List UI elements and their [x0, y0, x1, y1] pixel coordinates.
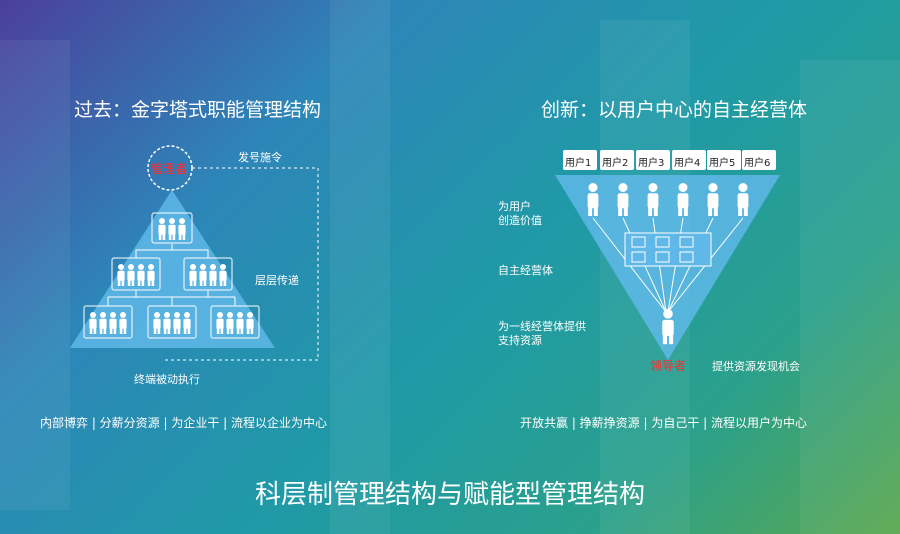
unit-grid	[624, 232, 712, 267]
footer-title: 科层制管理结构与赋能型管理结构	[254, 480, 645, 510]
relay-label: 层层传递	[255, 274, 299, 287]
support-label: 为一线经营体提供 支持资源	[498, 320, 586, 347]
background-building	[0, 40, 70, 510]
right-title: 创新：以用户中心的自主经营体	[541, 99, 808, 121]
unit-label: 自主经营体	[498, 264, 553, 277]
background-building	[800, 60, 900, 534]
execution-label: 终端被动执行	[134, 373, 200, 386]
right-summary: 开放共赢 | 挣薪挣资源 | 为自己干 | 流程以用户为中心	[520, 416, 808, 430]
left-summary: 内部博弈 | 分薪分资源 | 为企业干 | 流程以企业为中心	[40, 416, 328, 430]
pyramid-shape	[70, 190, 275, 348]
hierarchy-connectors	[83, 212, 260, 339]
user-box-label: 用户2	[602, 158, 629, 169]
manager-label: 管理者	[151, 162, 188, 176]
leader-label: 领导者	[650, 359, 687, 373]
user-box-label: 用户4	[674, 158, 701, 169]
command-guide-line	[162, 167, 319, 361]
user-box-label: 用户3	[638, 158, 665, 169]
user-box-label: 用户1	[565, 158, 592, 169]
left-title: 过去：金字塔式职能管理结构	[74, 99, 322, 121]
user-boxes	[563, 150, 776, 170]
value-label: 为用户 创造价值	[498, 200, 542, 227]
inverted-pyramid-shape	[555, 175, 780, 360]
background-building	[330, 0, 390, 534]
command-label: 发号施令	[238, 151, 282, 164]
user-box-label: 用户6	[744, 158, 771, 169]
user-box-label: 用户5	[709, 158, 736, 169]
opportunity-label: 提供资源发现机会	[712, 360, 800, 373]
